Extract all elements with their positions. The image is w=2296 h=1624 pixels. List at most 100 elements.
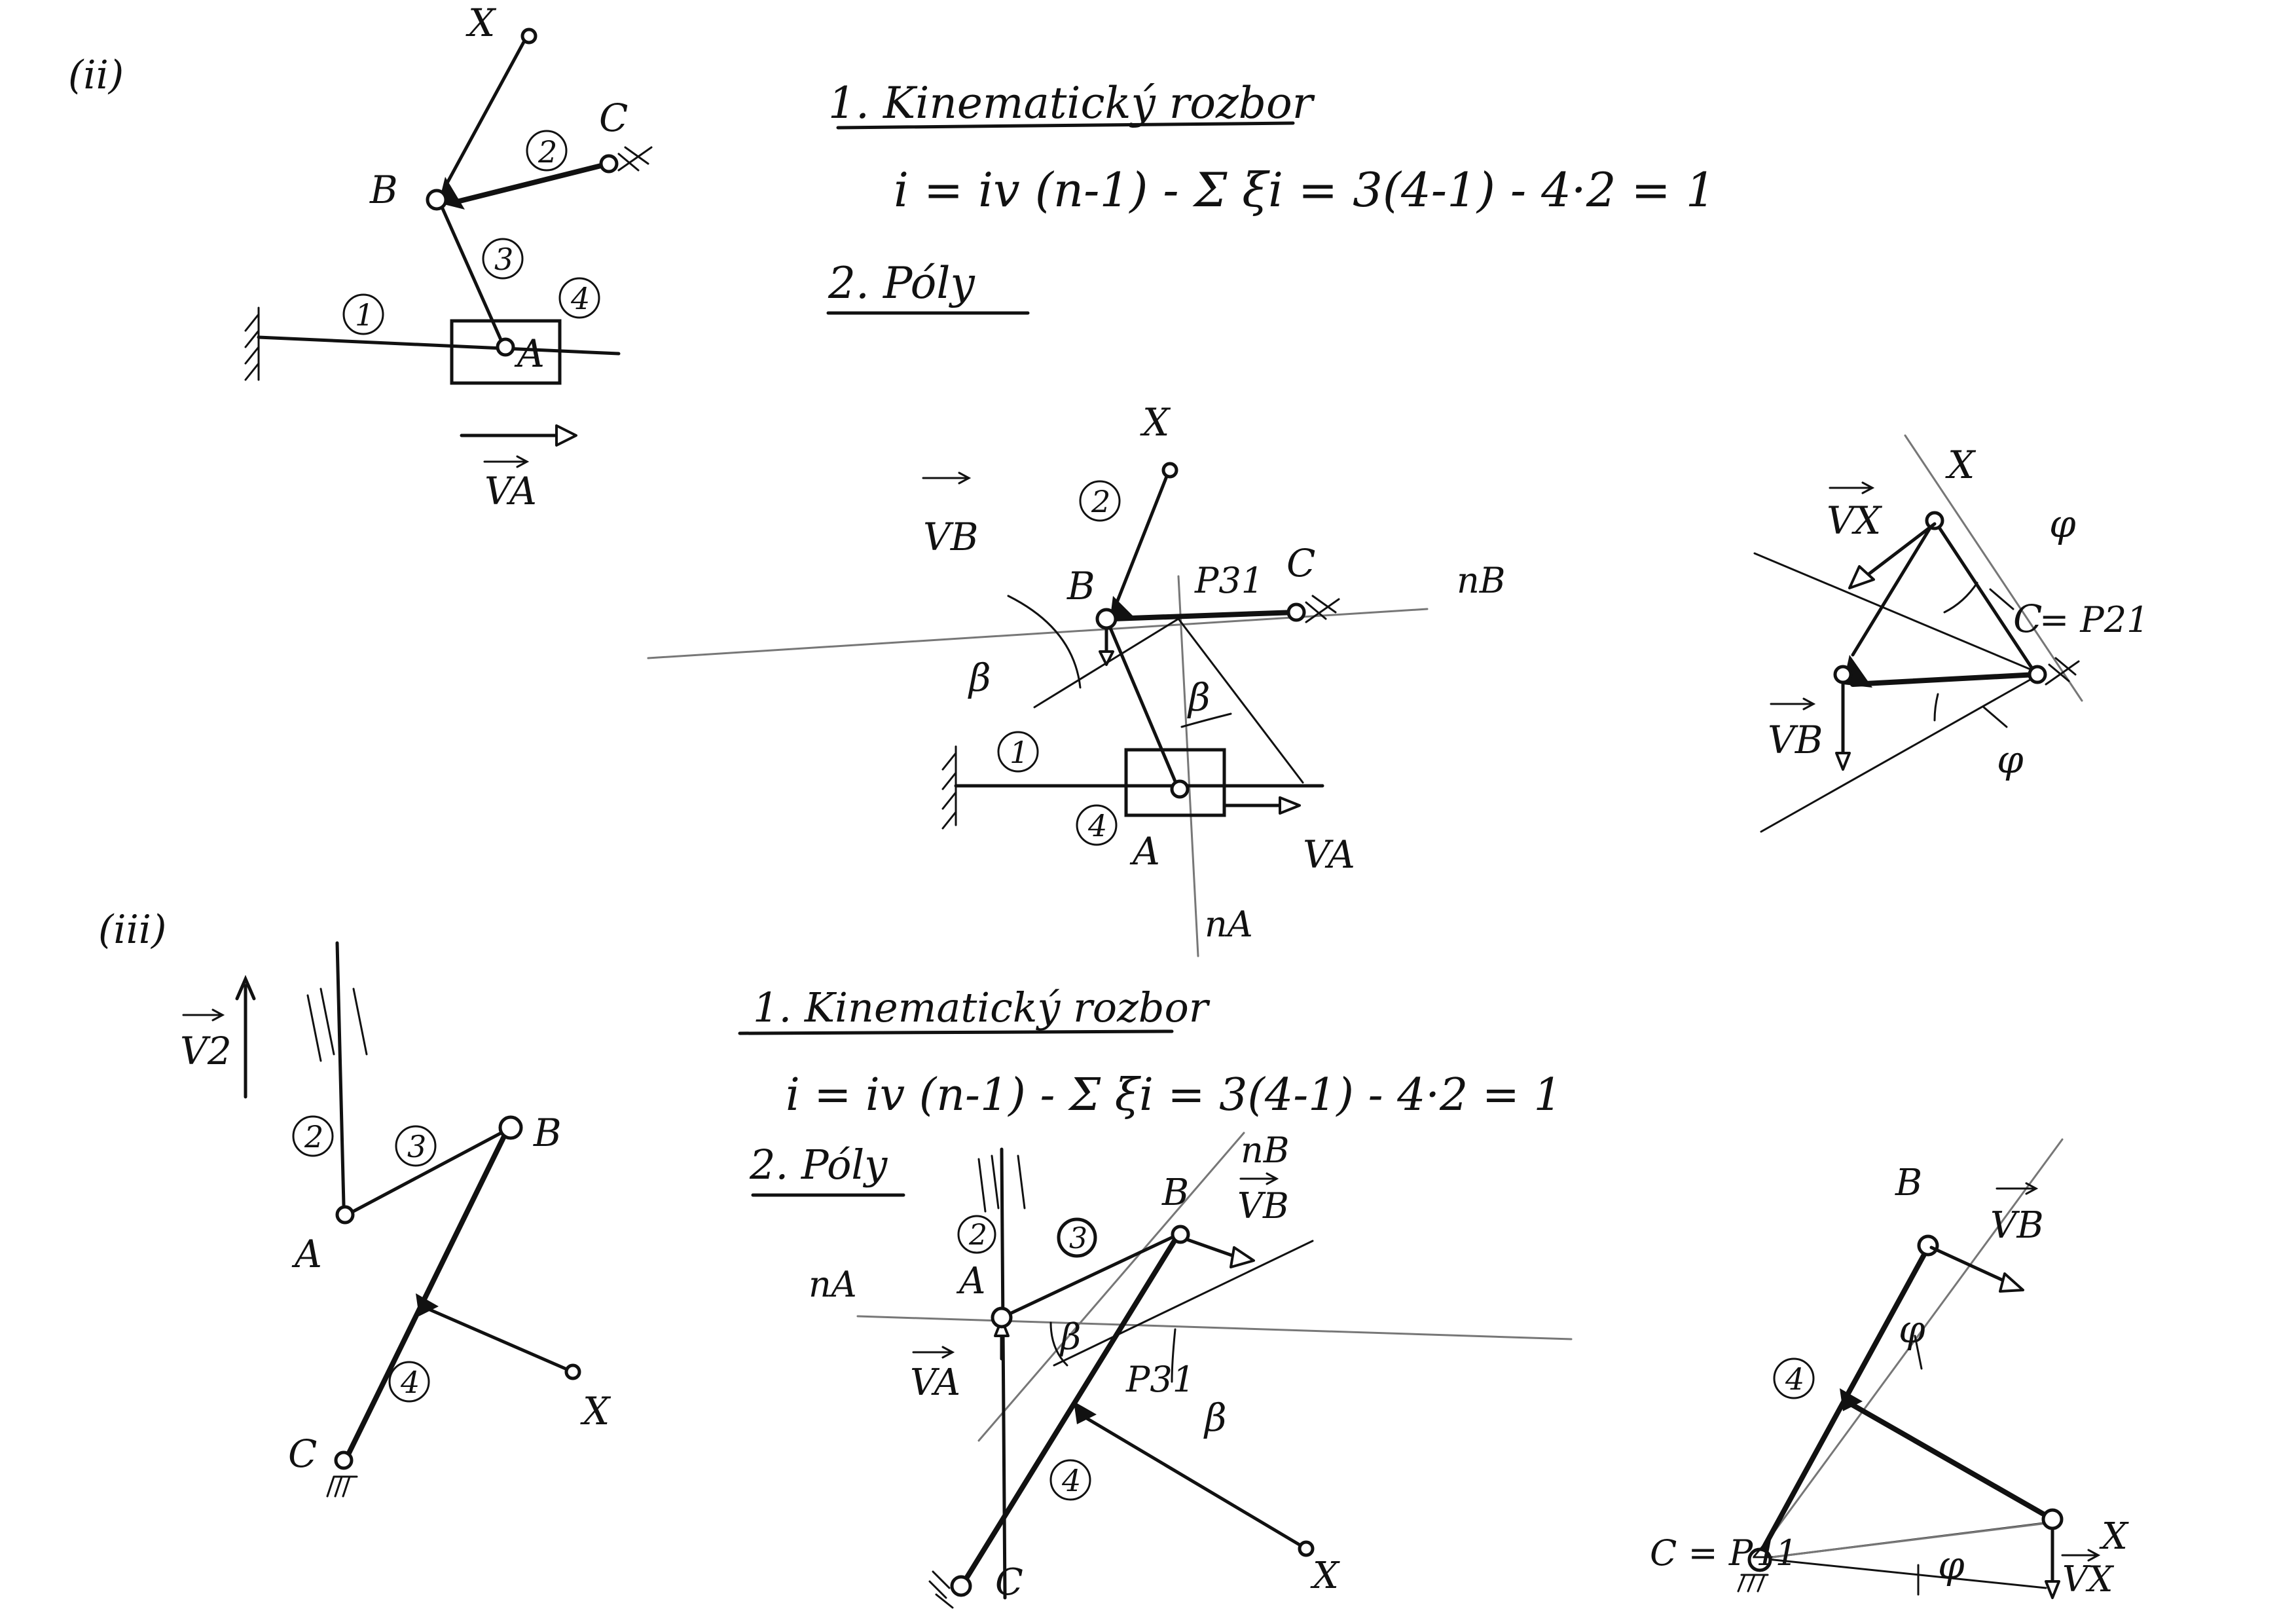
normal-A-line: [1177, 575, 1199, 957]
joint-X[interactable]: [564, 1363, 581, 1380]
label-B: B: [533, 1111, 562, 1155]
joint-C[interactable]: [334, 1450, 354, 1470]
omega-tick-1: [1989, 588, 2014, 610]
joint-X[interactable]: [1161, 462, 1178, 479]
member-4: 4: [1785, 1361, 1804, 1397]
velocity-B-label: VB: [1768, 718, 1823, 762]
section-iii-title: 1. Kinematický rozbor: [753, 984, 1211, 1031]
joint-B[interactable]: [1095, 608, 1118, 630]
link-4-gusset[interactable]: [1840, 1388, 1863, 1411]
velocity-B-label-arrow: [1995, 1182, 2039, 1195]
joint-A[interactable]: [496, 337, 515, 357]
section-ii-sketch: X B C A 2 3 1 4 VA: [244, 1, 653, 513]
ray-steep: [1904, 434, 2083, 702]
velocity-B-head: [1835, 752, 1851, 771]
link-4: [960, 1232, 1181, 1587]
ray-bottom: [1760, 1557, 2047, 1589]
section-iii-poles-heading: 2. Póly: [749, 1141, 888, 1189]
rotation-arc-1: [1943, 581, 1978, 614]
joint-B[interactable]: [426, 189, 448, 211]
link-BC: [1850, 672, 2039, 687]
section-iii-poles: 2 3 4 B A C X nB nA VB VA P31 β β: [809, 1130, 1573, 1609]
rotation-arc-2: [1933, 693, 1939, 722]
joint-C[interactable]: [599, 154, 619, 174]
joint-X[interactable]: [2041, 1508, 2064, 1530]
joint-X[interactable]: [1925, 511, 1944, 530]
link-3: [345, 1128, 509, 1217]
link-4: [344, 1127, 510, 1460]
normal-A: nA: [1205, 904, 1253, 945]
joint-X[interactable]: [520, 28, 538, 45]
velocity-B-head: [1230, 1246, 1255, 1268]
joint-C[interactable]: [1747, 1547, 1772, 1572]
joint-A[interactable]: [991, 1306, 1013, 1329]
member-circle-1: [997, 731, 1039, 773]
section-iii-equation: i = iv (n-1) - Σ ξi = 3(4-1) - 4·2 = 1: [786, 1069, 1562, 1121]
velocity-2-label-arrow: [182, 1008, 225, 1022]
velocity-A-head: [1279, 796, 1301, 815]
velocity-A-label: VA: [910, 1361, 960, 1404]
joint-C[interactable]: [950, 1575, 972, 1597]
ray-upper: [1753, 552, 2044, 676]
section-ii-rotation: X C = P21 VX VB φ φ: [1753, 434, 2149, 833]
member-circle-2: [1079, 480, 1121, 522]
support-C-hatch: [1305, 595, 1340, 623]
link-4-gusset[interactable]: [1074, 1401, 1097, 1424]
label-C: C: [599, 96, 628, 140]
section-iii: (iii) 1. Kinematický rozbor i = iv (n-1)…: [98, 907, 2129, 1609]
angle-arc-2: [1180, 712, 1232, 728]
guide-hatch: [977, 1154, 1026, 1213]
joint-B[interactable]: [1833, 665, 1853, 684]
joint-A[interactable]: [1170, 779, 1190, 799]
angle-1: β: [1059, 1316, 1081, 1357]
link-4-arm: [1844, 1399, 2055, 1522]
ray-upper: [1753, 1138, 2064, 1560]
joint-C[interactable]: [1286, 602, 1306, 622]
velocity-A-label-arrow: [483, 455, 530, 468]
velocity-B-label: VB: [923, 515, 979, 559]
velocity-B-label: VB: [1990, 1204, 2044, 1247]
joint-B[interactable]: [498, 1115, 523, 1140]
velocity-B-arrow: [1929, 1246, 2012, 1285]
velocity-X-label-arrow: [1829, 481, 1875, 494]
ground-line: [257, 335, 621, 356]
member-circle-3: [1057, 1217, 1097, 1258]
joint-B[interactable]: [1171, 1225, 1190, 1244]
pole-31: P31: [1125, 1359, 1195, 1400]
label-X: X: [465, 1, 497, 45]
joint-A[interactable]: [335, 1205, 355, 1225]
joint-X[interactable]: [1298, 1540, 1315, 1557]
section-ii-poles: X B C A P31 nB nA β β VB VA 2 1 4: [647, 400, 1505, 957]
angle-arc-2: [1171, 1328, 1176, 1383]
link-4-arm: [420, 1304, 575, 1374]
ground-hatch: [244, 306, 260, 381]
link-4-gusset[interactable]: [416, 1293, 439, 1316]
label-X: X: [1310, 1555, 1340, 1597]
link-3: [1104, 617, 1180, 791]
link-2-upper: [443, 34, 529, 189]
section-iii-title-underline: [738, 1029, 1174, 1035]
section-ii-equation: i = iv (n-1) - Σ ξi = 3(4-1) - 4·2 = 1: [894, 162, 1716, 217]
velocity-X-label: VX: [1827, 498, 1883, 543]
label-X: X: [580, 1389, 611, 1433]
joint-C[interactable]: [2028, 665, 2047, 684]
section-iii-marker: (iii): [98, 907, 166, 953]
label-A: A: [1129, 829, 1160, 874]
angle-2: β: [1187, 675, 1211, 720]
link-2-lower: [449, 161, 611, 206]
label-B: B: [1161, 1172, 1189, 1214]
angle-1: β: [968, 655, 991, 700]
link-XB: [1851, 519, 1937, 657]
velocity-X-head: [2045, 1580, 2060, 1599]
normal-A-line: [856, 1315, 1573, 1340]
normal-B-line: [977, 1132, 1245, 1442]
member-3: 3: [1069, 1222, 1087, 1255]
ray-lower: [1760, 673, 2041, 833]
member-3: 3: [494, 242, 513, 277]
member-circle-2: [292, 1115, 334, 1157]
label-X: X: [1945, 443, 1977, 487]
member-circle-3: [482, 238, 524, 280]
label-B: B: [369, 168, 398, 212]
joint-B[interactable]: [1917, 1234, 1939, 1257]
